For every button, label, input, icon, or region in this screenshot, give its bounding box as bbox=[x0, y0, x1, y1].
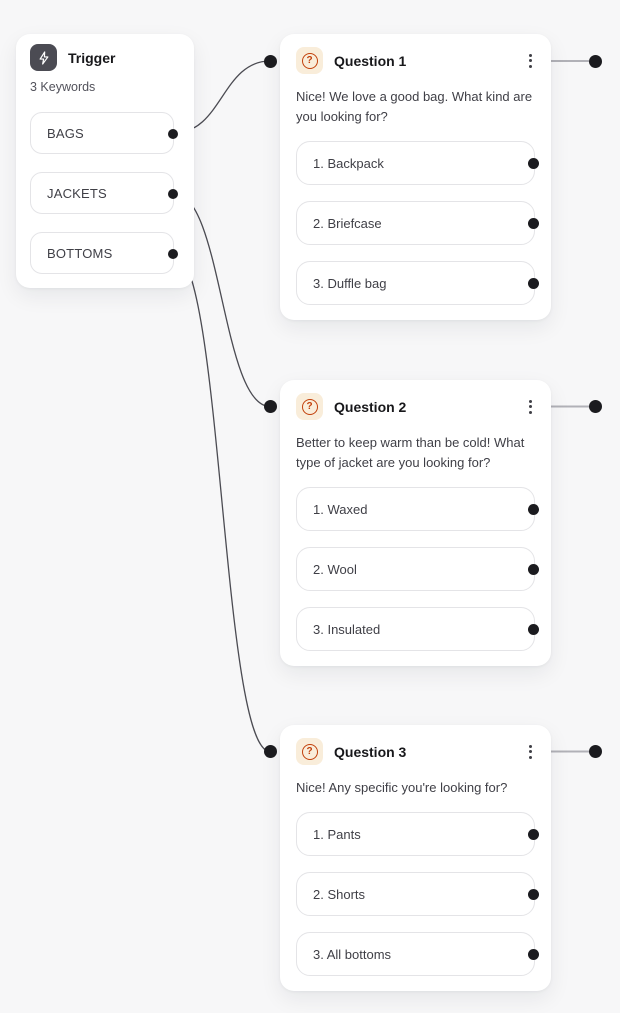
question1-options: 1. Backpack 2. Briefcase 3. Duffle bag bbox=[296, 141, 539, 305]
connection-handle-option[interactable] bbox=[528, 889, 539, 900]
question2-text: Better to keep warm than be cold! What t… bbox=[296, 435, 525, 470]
option-label: 1. Backpack bbox=[313, 155, 384, 171]
target-handle-question1[interactable] bbox=[263, 54, 277, 68]
question1-node[interactable]: ? Question 1 Nice! We love a good bag. W… bbox=[280, 34, 551, 320]
connection-handle-bottoms[interactable] bbox=[168, 249, 178, 259]
question3-options: 1. Pants 2. Shorts 3. All bottoms bbox=[296, 812, 539, 976]
question2-header: ? Question 2 bbox=[296, 393, 535, 420]
option-label: 2. Shorts bbox=[313, 886, 366, 902]
source-handle-question3[interactable] bbox=[588, 745, 602, 758]
kebab-menu-icon[interactable] bbox=[526, 396, 535, 418]
connection-handle-option[interactable] bbox=[528, 218, 539, 229]
connection-handle-jackets[interactable] bbox=[168, 189, 178, 199]
connection-handle-option[interactable] bbox=[528, 564, 539, 575]
question3-header: ? Question 3 bbox=[296, 738, 535, 765]
keywords-count-label: 3 Keywords bbox=[30, 80, 96, 94]
question2-title: Question 2 bbox=[334, 398, 407, 415]
connection-handle-option[interactable] bbox=[528, 158, 539, 169]
target-handle-question2[interactable] bbox=[263, 400, 277, 413]
question-mark-icon: ? bbox=[296, 47, 323, 74]
trigger-header: Trigger bbox=[30, 44, 180, 71]
keyword-pill-bags[interactable]: BAGS bbox=[30, 112, 178, 154]
option-pill[interactable]: 3. Insulated bbox=[296, 607, 539, 651]
source-handle-question1[interactable] bbox=[588, 54, 602, 68]
edge-bottoms-to-question3[interactable] bbox=[173, 252, 271, 753]
target-handle-question3[interactable] bbox=[263, 745, 277, 758]
option-pill[interactable]: 2. Shorts bbox=[296, 872, 539, 916]
question2-node[interactable]: ? Question 2 Better to keep warm than be… bbox=[280, 380, 551, 666]
option-pill[interactable]: 1. Pants bbox=[296, 812, 539, 856]
question1-title: Question 1 bbox=[334, 52, 407, 69]
question1-header: ? Question 1 bbox=[296, 47, 535, 74]
kebab-menu-icon[interactable] bbox=[526, 741, 535, 763]
option-label: 3. Insulated bbox=[313, 621, 381, 637]
question2-options: 1. Waxed 2. Wool 3. Insulated bbox=[296, 487, 539, 651]
connection-handle-option[interactable] bbox=[528, 278, 539, 289]
option-label: 2. Briefcase bbox=[313, 215, 382, 231]
option-pill[interactable]: 1. Waxed bbox=[296, 487, 539, 531]
connection-handle-option[interactable] bbox=[528, 829, 539, 840]
option-label: 1. Waxed bbox=[313, 501, 368, 517]
connection-handle-option[interactable] bbox=[528, 949, 539, 960]
kebab-menu-icon[interactable] bbox=[526, 50, 535, 72]
option-label: 3. All bottoms bbox=[313, 946, 392, 962]
question3-node[interactable]: ? Question 3 Nice! Any specific you're l… bbox=[280, 725, 551, 991]
keyword-label: JACKETS bbox=[47, 185, 107, 201]
option-pill[interactable]: 3. All bottoms bbox=[296, 932, 539, 976]
option-pill[interactable]: 2. Wool bbox=[296, 547, 539, 591]
keyword-pill-bottoms[interactable]: BOTTOMS bbox=[30, 232, 178, 274]
option-label: 3. Duffle bag bbox=[313, 275, 387, 291]
option-label: 2. Wool bbox=[313, 561, 357, 577]
question3-text: Nice! Any specific you're looking for? bbox=[296, 780, 508, 795]
question-mark-icon: ? bbox=[296, 393, 323, 420]
keyword-pill-jackets[interactable]: JACKETS bbox=[30, 172, 178, 214]
option-pill[interactable]: 3. Duffle bag bbox=[296, 261, 539, 305]
connection-handle-option[interactable] bbox=[528, 624, 539, 635]
trigger-node[interactable]: Trigger 3 Keywords BAGS JACKETS BOTTOMS bbox=[16, 34, 194, 288]
keyword-label: BAGS bbox=[47, 125, 84, 141]
question3-title: Question 3 bbox=[334, 743, 407, 760]
source-handle-question2[interactable] bbox=[588, 400, 602, 413]
connection-handle-option[interactable] bbox=[528, 504, 539, 515]
connection-handle-bags[interactable] bbox=[168, 129, 178, 139]
lightning-bolt-icon bbox=[30, 44, 57, 71]
keyword-label: BOTTOMS bbox=[47, 245, 113, 261]
option-label: 1. Pants bbox=[313, 826, 361, 842]
option-pill[interactable]: 2. Briefcase bbox=[296, 201, 539, 245]
trigger-title: Trigger bbox=[68, 49, 116, 66]
question1-text: Nice! We love a good bag. What kind are … bbox=[296, 89, 533, 124]
option-pill[interactable]: 1. Backpack bbox=[296, 141, 539, 185]
question-mark-icon: ? bbox=[296, 738, 323, 765]
